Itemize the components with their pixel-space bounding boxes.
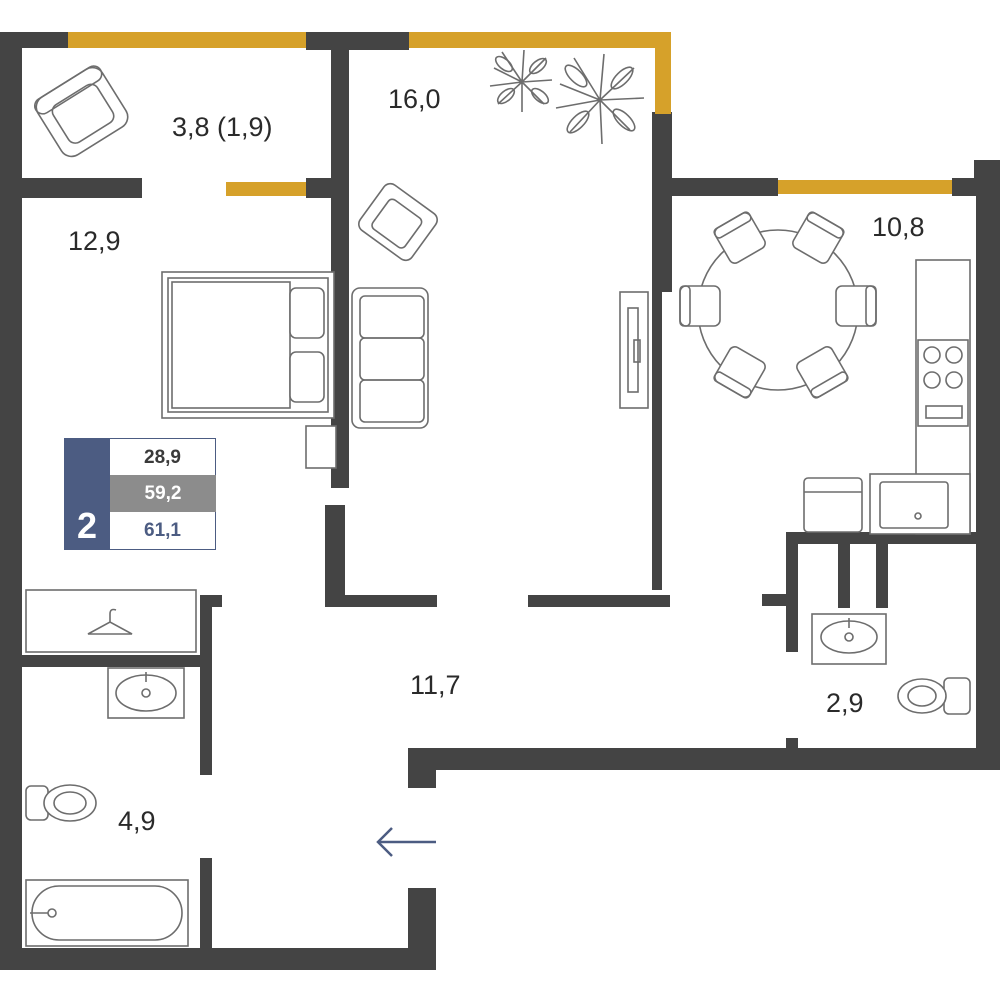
- sink-icon: [811, 613, 887, 665]
- living-area-value: 28,9: [110, 438, 216, 475]
- chair-icon: [679, 285, 721, 327]
- total-area-value: 59,2: [110, 475, 216, 512]
- windows: [68, 32, 952, 196]
- chair-icon: [713, 211, 766, 264]
- plant-icon: [489, 49, 553, 112]
- arrow-left-icon: [376, 827, 436, 857]
- rooms-count-cell: 2: [64, 438, 110, 550]
- kitchen-area-label: 10,8: [872, 212, 925, 242]
- nightstand-icon: [305, 425, 337, 469]
- bathtub-icon: [25, 879, 189, 947]
- chair-icon: [792, 211, 845, 264]
- bed-icon: [161, 271, 335, 419]
- toilet-icon: [25, 784, 97, 822]
- bedroom-area-label: 12,9: [68, 226, 121, 256]
- sofa-icon: [351, 287, 429, 429]
- toilet-icon: [897, 677, 971, 715]
- armchair-icon: [33, 65, 129, 158]
- bathroom-area-label: 4,9: [118, 806, 156, 836]
- rooms-count: 2: [76, 505, 98, 546]
- total-area-with-balcony-value: 61,1: [110, 512, 216, 550]
- walls: [0, 32, 1000, 970]
- wardrobe-icon: [25, 589, 197, 653]
- balcony-area-label: 3,8 (1,9): [172, 112, 273, 142]
- hallway-area-label: 11,7: [410, 670, 461, 700]
- stove-icon: [917, 339, 969, 427]
- chair-icon: [713, 346, 766, 399]
- kitchen-sink-icon: [879, 481, 949, 529]
- sink-icon: [107, 667, 185, 719]
- fridge-icon: [803, 477, 863, 533]
- tv-stand-icon: [619, 291, 649, 409]
- wc-area-label: 2,9: [826, 688, 864, 718]
- chair-icon: [796, 346, 849, 399]
- armchair-icon: [358, 182, 438, 262]
- chair-icon: [835, 285, 877, 327]
- plant-icon: [555, 53, 645, 145]
- living-room-area-label: 16,0: [388, 84, 441, 114]
- apartment-info-card: 2 28,9 59,2 61,1: [64, 438, 216, 550]
